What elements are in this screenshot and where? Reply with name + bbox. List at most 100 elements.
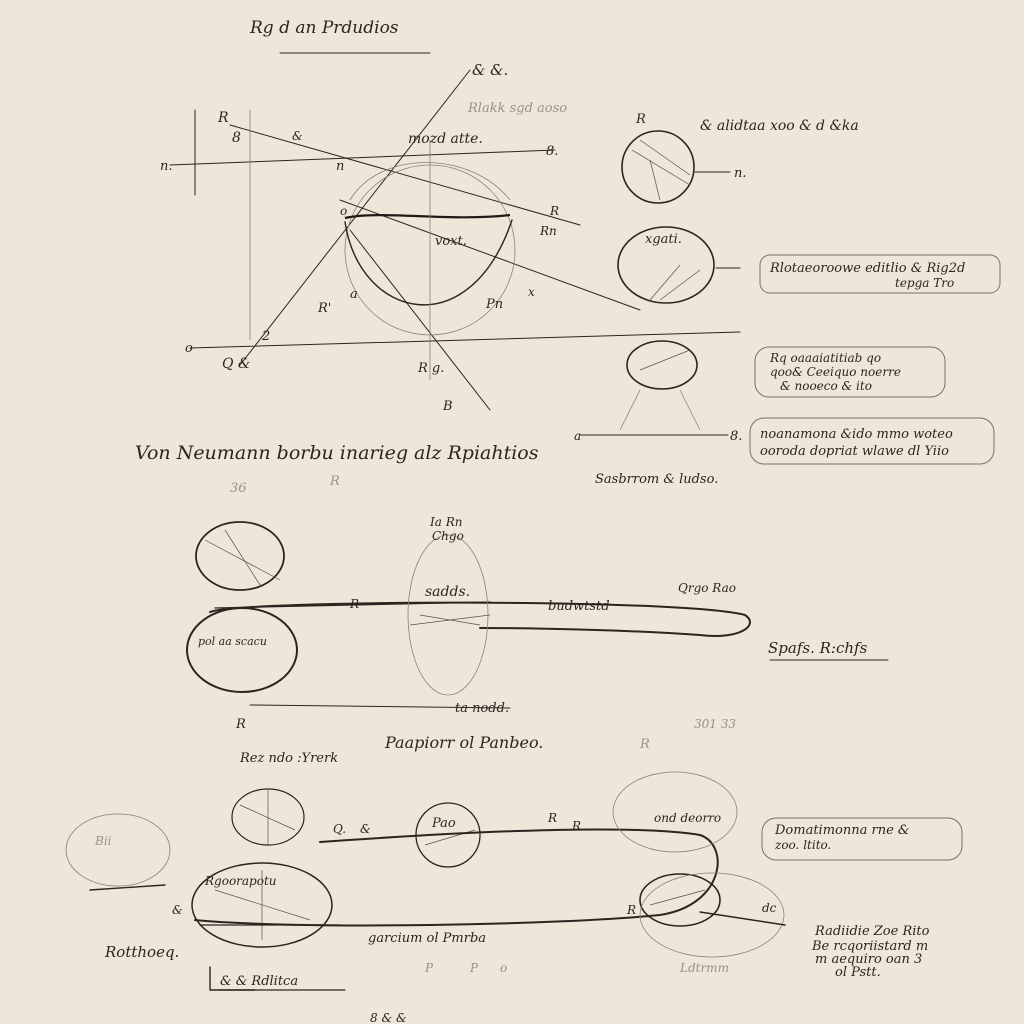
hatch-10 xyxy=(409,614,491,626)
glyph-8b: 8. xyxy=(546,144,558,159)
glyph-o2: o xyxy=(340,204,347,218)
right-note-3b: ooroda dopriat wlawe dl Yiio xyxy=(760,444,949,459)
bottom-large-oval xyxy=(191,862,333,948)
central-arc xyxy=(349,162,511,201)
hatch-3 xyxy=(649,159,661,201)
central-lens-upper xyxy=(344,213,511,220)
horizontal-axis-2 xyxy=(189,331,741,349)
mid-upper-left-oval xyxy=(195,521,285,591)
right-note-box-1 xyxy=(759,254,1001,294)
right-ellipse xyxy=(617,226,715,304)
bottom-right-note-box xyxy=(761,817,963,861)
right-note-2a: Rq oaaaiatitiab qo xyxy=(769,351,881,365)
glyph-q1: Q. xyxy=(333,822,346,836)
glyph-n: n. xyxy=(160,159,173,174)
glyph-b: B xyxy=(442,399,453,414)
glyph-r2: R xyxy=(549,204,559,218)
glyph-r9: R xyxy=(626,903,636,917)
glyph-bottom: 8 & & xyxy=(370,1011,407,1024)
upper-right-n: n. xyxy=(734,166,747,181)
mid-top-label: Ia Rn xyxy=(429,515,462,529)
top-faint-note: Rlakk sgd aoso xyxy=(467,101,567,116)
glyph-faint-p: P xyxy=(469,961,479,975)
glyph-x: x xyxy=(528,285,535,299)
upper-right-circle xyxy=(621,130,695,204)
glyph-r1: R xyxy=(217,110,229,126)
glyph-faint-36: 36 xyxy=(230,481,247,496)
glyph-r8: R xyxy=(571,819,581,833)
glyph-r3: & xyxy=(292,129,303,143)
lower-right-oval xyxy=(626,340,698,390)
mid-bottom-label: ta nodd. xyxy=(455,701,509,716)
bottom-far-right-d: ol Pstt. xyxy=(835,965,881,980)
glyph-faint-r: R xyxy=(329,474,340,489)
bottom-small-faint: Ldtrmm xyxy=(679,961,729,975)
center-label: voxt. xyxy=(435,234,467,249)
bottom-far-right-a: Radiidie Zoe Rito xyxy=(814,924,930,939)
bottom-left-word: Rotthoeq. xyxy=(104,943,179,961)
central-lens-lower xyxy=(344,219,513,306)
faint-stem-1 xyxy=(619,389,641,431)
glyph-o: o xyxy=(185,341,193,356)
diagonal-line-3 xyxy=(349,229,491,411)
bottom-right-oval-label: ond deorro xyxy=(654,811,721,825)
glyph-qa: Q & xyxy=(222,356,250,372)
top-fig-label: & &. xyxy=(472,61,508,79)
section-2-title: Paapiorr ol Panbeo. xyxy=(384,733,543,752)
top-title: Rg d an Prdudios xyxy=(249,18,399,38)
glyph-faint-r2: R xyxy=(639,737,650,752)
bottom-left-bits: Bii xyxy=(94,834,112,848)
upper-right-note: & alidtaa xoo & d &ka xyxy=(700,118,859,134)
hatch-16 xyxy=(649,889,706,906)
hatch-11 xyxy=(239,804,296,831)
mid-center-label: sadds. xyxy=(425,584,470,600)
right-note-3a: noanamona &ido mmo woteo xyxy=(760,427,953,442)
mid-label: mozd atte. xyxy=(408,131,483,147)
mid-bar-label: budwtstd xyxy=(548,599,610,614)
glyph-2: 2 xyxy=(261,329,270,344)
glyph-ro: R g. xyxy=(417,361,444,376)
bottom-left-oval-label: Rgoorapotu xyxy=(204,874,277,888)
bottom-signature: & & Rdlitca xyxy=(220,974,298,989)
hatch-7 xyxy=(204,539,281,581)
glyph-r5: R xyxy=(235,717,246,732)
right-note-2c: & nooeco & ito xyxy=(780,379,872,393)
bottom-left-dash xyxy=(89,884,166,891)
right-note-box-2 xyxy=(754,346,946,398)
glyph-a: a xyxy=(350,287,358,302)
right-ellipse-label: xgati. xyxy=(645,232,682,247)
bottom-center-caption: garcium ol Pmrba xyxy=(368,931,486,946)
glyph-q2: & xyxy=(360,822,371,836)
diagonal-line-2 xyxy=(239,69,471,366)
bottom-far-left-oval xyxy=(65,813,171,887)
glyph-r7: R xyxy=(547,811,557,825)
glyph-s: & xyxy=(172,903,183,917)
bottom-right-note-b: zoo. ltito. xyxy=(774,838,831,852)
mid-long-bar xyxy=(209,601,751,637)
section-1-title: Von Neumann borbu inarieg alz Rpiahtios xyxy=(135,442,539,464)
mid-right-label: Qrgo Rao xyxy=(678,581,736,595)
diagonal-line-4 xyxy=(339,199,641,311)
hatch-6 xyxy=(639,349,691,371)
mid-faint-nums: 301 33 xyxy=(694,717,736,731)
glyph-dc: dc xyxy=(762,901,777,915)
hatch-2 xyxy=(639,139,691,176)
faint-stem-2 xyxy=(679,389,701,431)
glyph-rp: R' xyxy=(317,301,331,316)
mid-right-note: Spafs. R:chfs xyxy=(768,639,868,657)
bottom-right-faint-oval xyxy=(612,771,738,853)
mid-lower-left-oval xyxy=(186,607,298,693)
glyph-faint-o: o xyxy=(500,961,507,975)
right-note-box-3 xyxy=(749,417,995,465)
bottom-right-tail xyxy=(699,911,786,926)
right-note-1b: tepga Tro xyxy=(895,276,954,290)
bottom-center-label: Pao xyxy=(431,816,456,831)
glyph-faint-p2: P xyxy=(424,961,434,975)
hatch-5 xyxy=(659,269,701,301)
bottom-far-right-c: m aequiro oan 3 xyxy=(815,952,922,967)
glyph-r4: R xyxy=(635,112,646,127)
mid-bar-top xyxy=(214,601,491,609)
glyph-r6: R xyxy=(349,597,359,611)
